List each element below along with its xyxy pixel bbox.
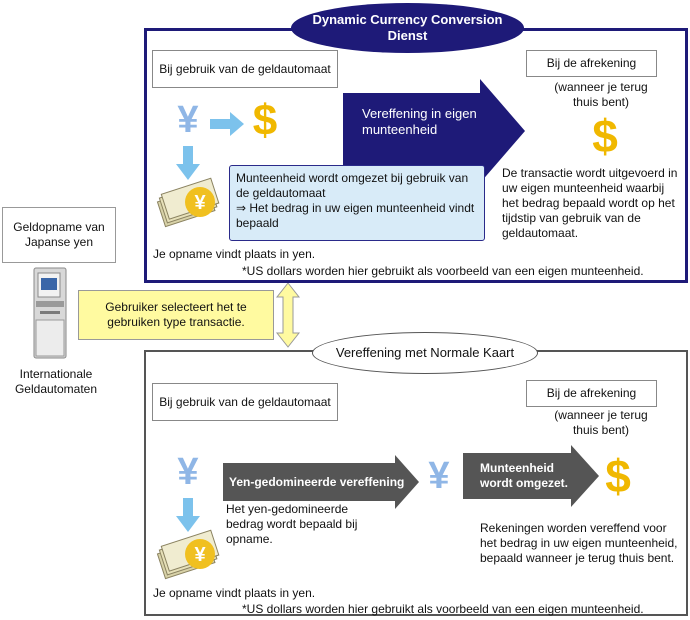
normal-withdrawal-note: Je opname vindt plaats in yen. [153,586,316,600]
dollar-icon: $ [592,110,618,162]
dcc-withdrawal-note: Je opname vindt plaats in yen. [153,247,316,261]
conversion-arrow [463,445,599,507]
svg-text:¥: ¥ [194,192,206,214]
atm-label: Internationale Geldautomaten [14,367,98,396]
yen-banknotes-icon: ¥ [156,177,220,228]
dcc-settlement-arrow [343,79,525,183]
normal-yen-amount-note: Het yen-gedomineerde bedrag wordt bepaal… [226,502,358,546]
yen-icon: ¥ [177,99,199,141]
normal-title: Vereffening met Normale Kaart [312,332,538,374]
dcc-atm-usage-box: Bij gebruik van de geldautomaat [152,50,338,88]
normal-footnote: *US dollars worden hier gebruikt als voo… [242,602,644,616]
dcc-arrow-label: Vereffening in eigen munteenheid [362,106,477,137]
atm-machine-icon [33,267,67,359]
yen-icon: ¥ [177,451,199,493]
normal-billing-note: Rekeningen worden vereffend voor het bed… [480,521,678,565]
yen-banknotes-icon: ¥ [156,529,220,580]
normal-arrow1-label: Yen-gedomineerde vereffening [229,475,405,489]
normal-arrow2-label: Munteenheid wordt omgezet. [480,461,569,490]
normal-settlement-box: Bij de afrekening [526,380,657,407]
arrow-down-icon [176,498,200,532]
dollar-icon: $ [252,96,278,145]
dcc-settlement-box: Bij de afrekening [526,50,657,77]
dcc-settlement-note: (wanneer je terug thuis bent) [554,80,648,109]
withdrawal-box: Geldopname van Japanse yen [2,207,116,263]
arrow-right-icon [210,112,244,136]
normal-settlement-note: (wanneer je terug thuis bent) [554,408,648,437]
dcc-transaction-note: De transactie wordt uitgevoerd in uw eig… [502,166,678,240]
svg-text:¥: ¥ [194,544,206,566]
yen-settlement-arrow [223,455,419,509]
dollar-icon: $ [605,450,631,502]
dcc-footnote: *US dollars worden hier gebruikt als voo… [242,264,644,278]
up-down-arrow-icon [275,282,301,348]
normal-atm-usage-box: Bij gebruik van de geldautomaat [152,383,338,421]
selection-note: Gebruiker selecteert het te gebruiken ty… [78,290,274,340]
arrow-down-icon [176,146,200,180]
dcc-title: Dynamic Currency Conversion Dienst [291,3,524,53]
yen-icon: ¥ [428,455,450,497]
dcc-conversion-note: Munteenheid wordt omgezet bij gebruik va… [229,165,485,241]
